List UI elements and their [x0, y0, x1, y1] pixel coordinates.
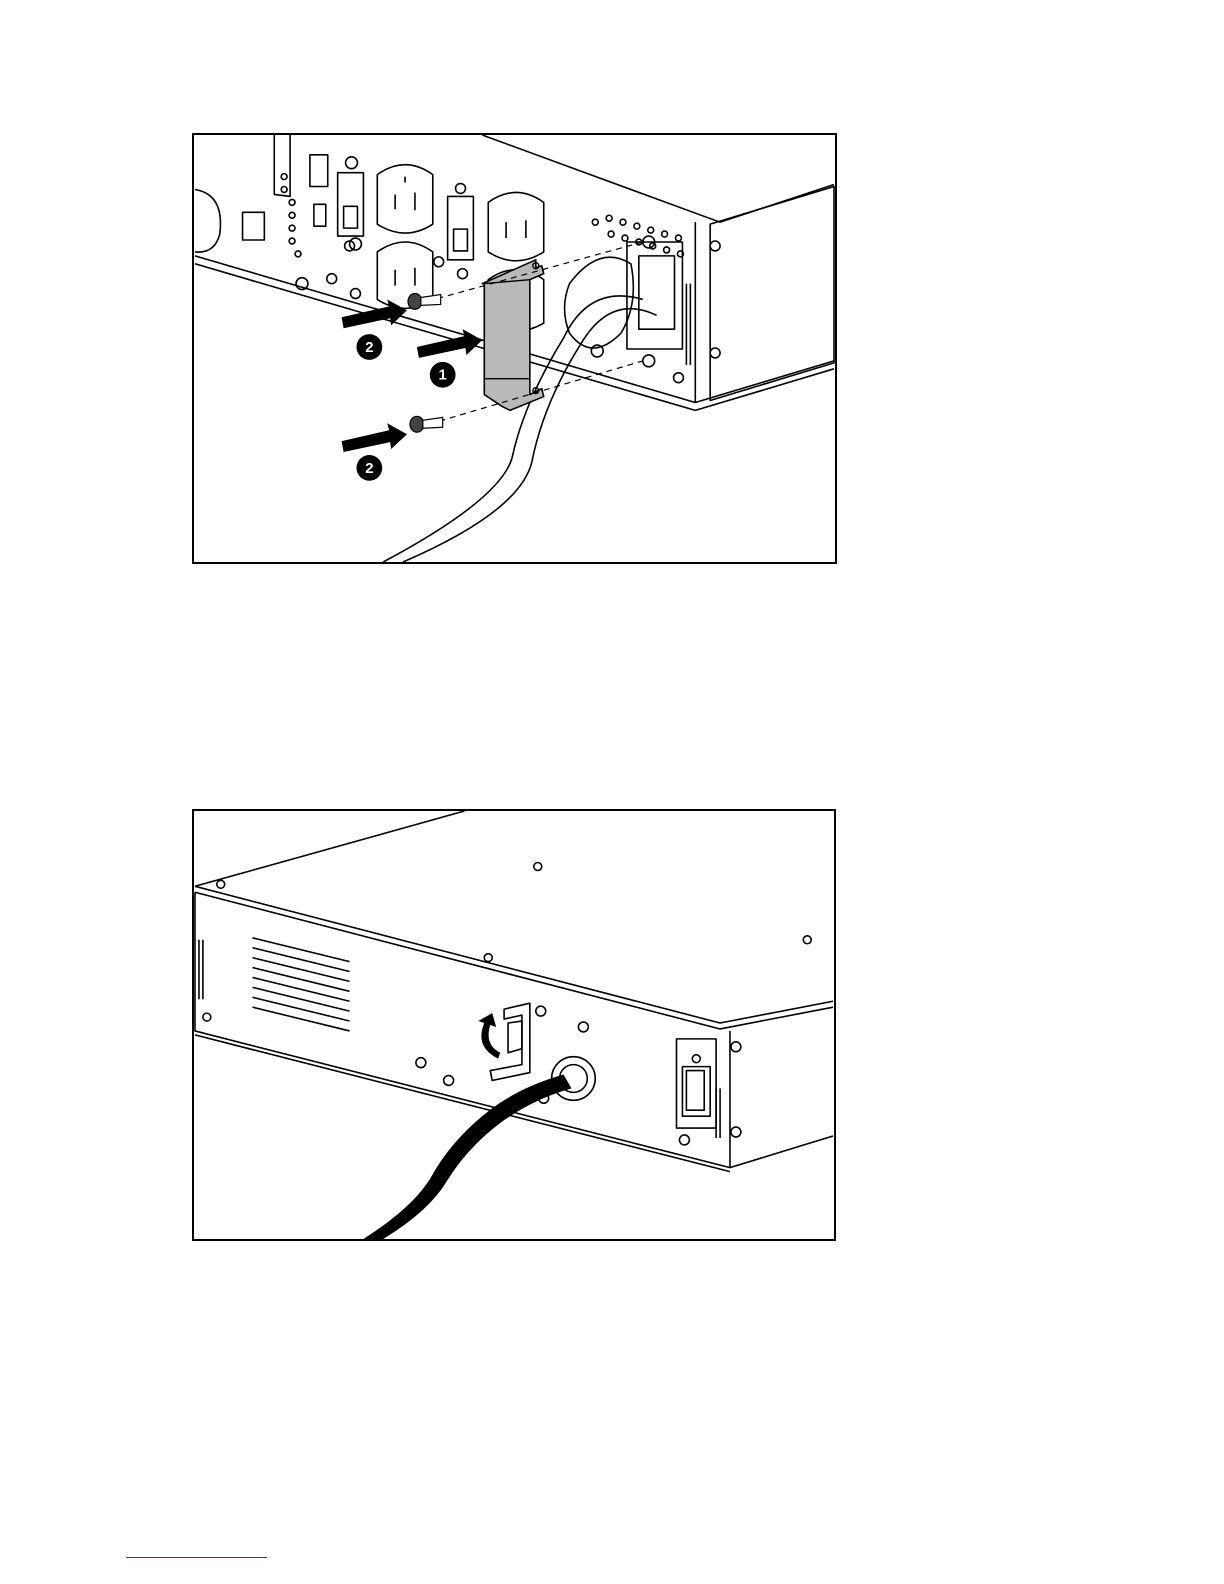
footer-link-rule: [126, 1557, 267, 1558]
figure-cord-retention-clip: [192, 809, 836, 1241]
callout-label: 2: [365, 461, 373, 477]
callout-1: 2: [356, 334, 382, 360]
callout-label: 2: [365, 340, 373, 356]
callout-2: 1: [430, 362, 456, 388]
callout-label: 1: [439, 368, 447, 384]
illustration-chassis-cord-clip: [194, 811, 834, 1239]
figure-bracket-installation: 2 1 2: [192, 133, 837, 564]
illustration-rear-panel-bracket: 2 1 2: [194, 135, 835, 562]
callout-3: 2: [356, 455, 382, 481]
